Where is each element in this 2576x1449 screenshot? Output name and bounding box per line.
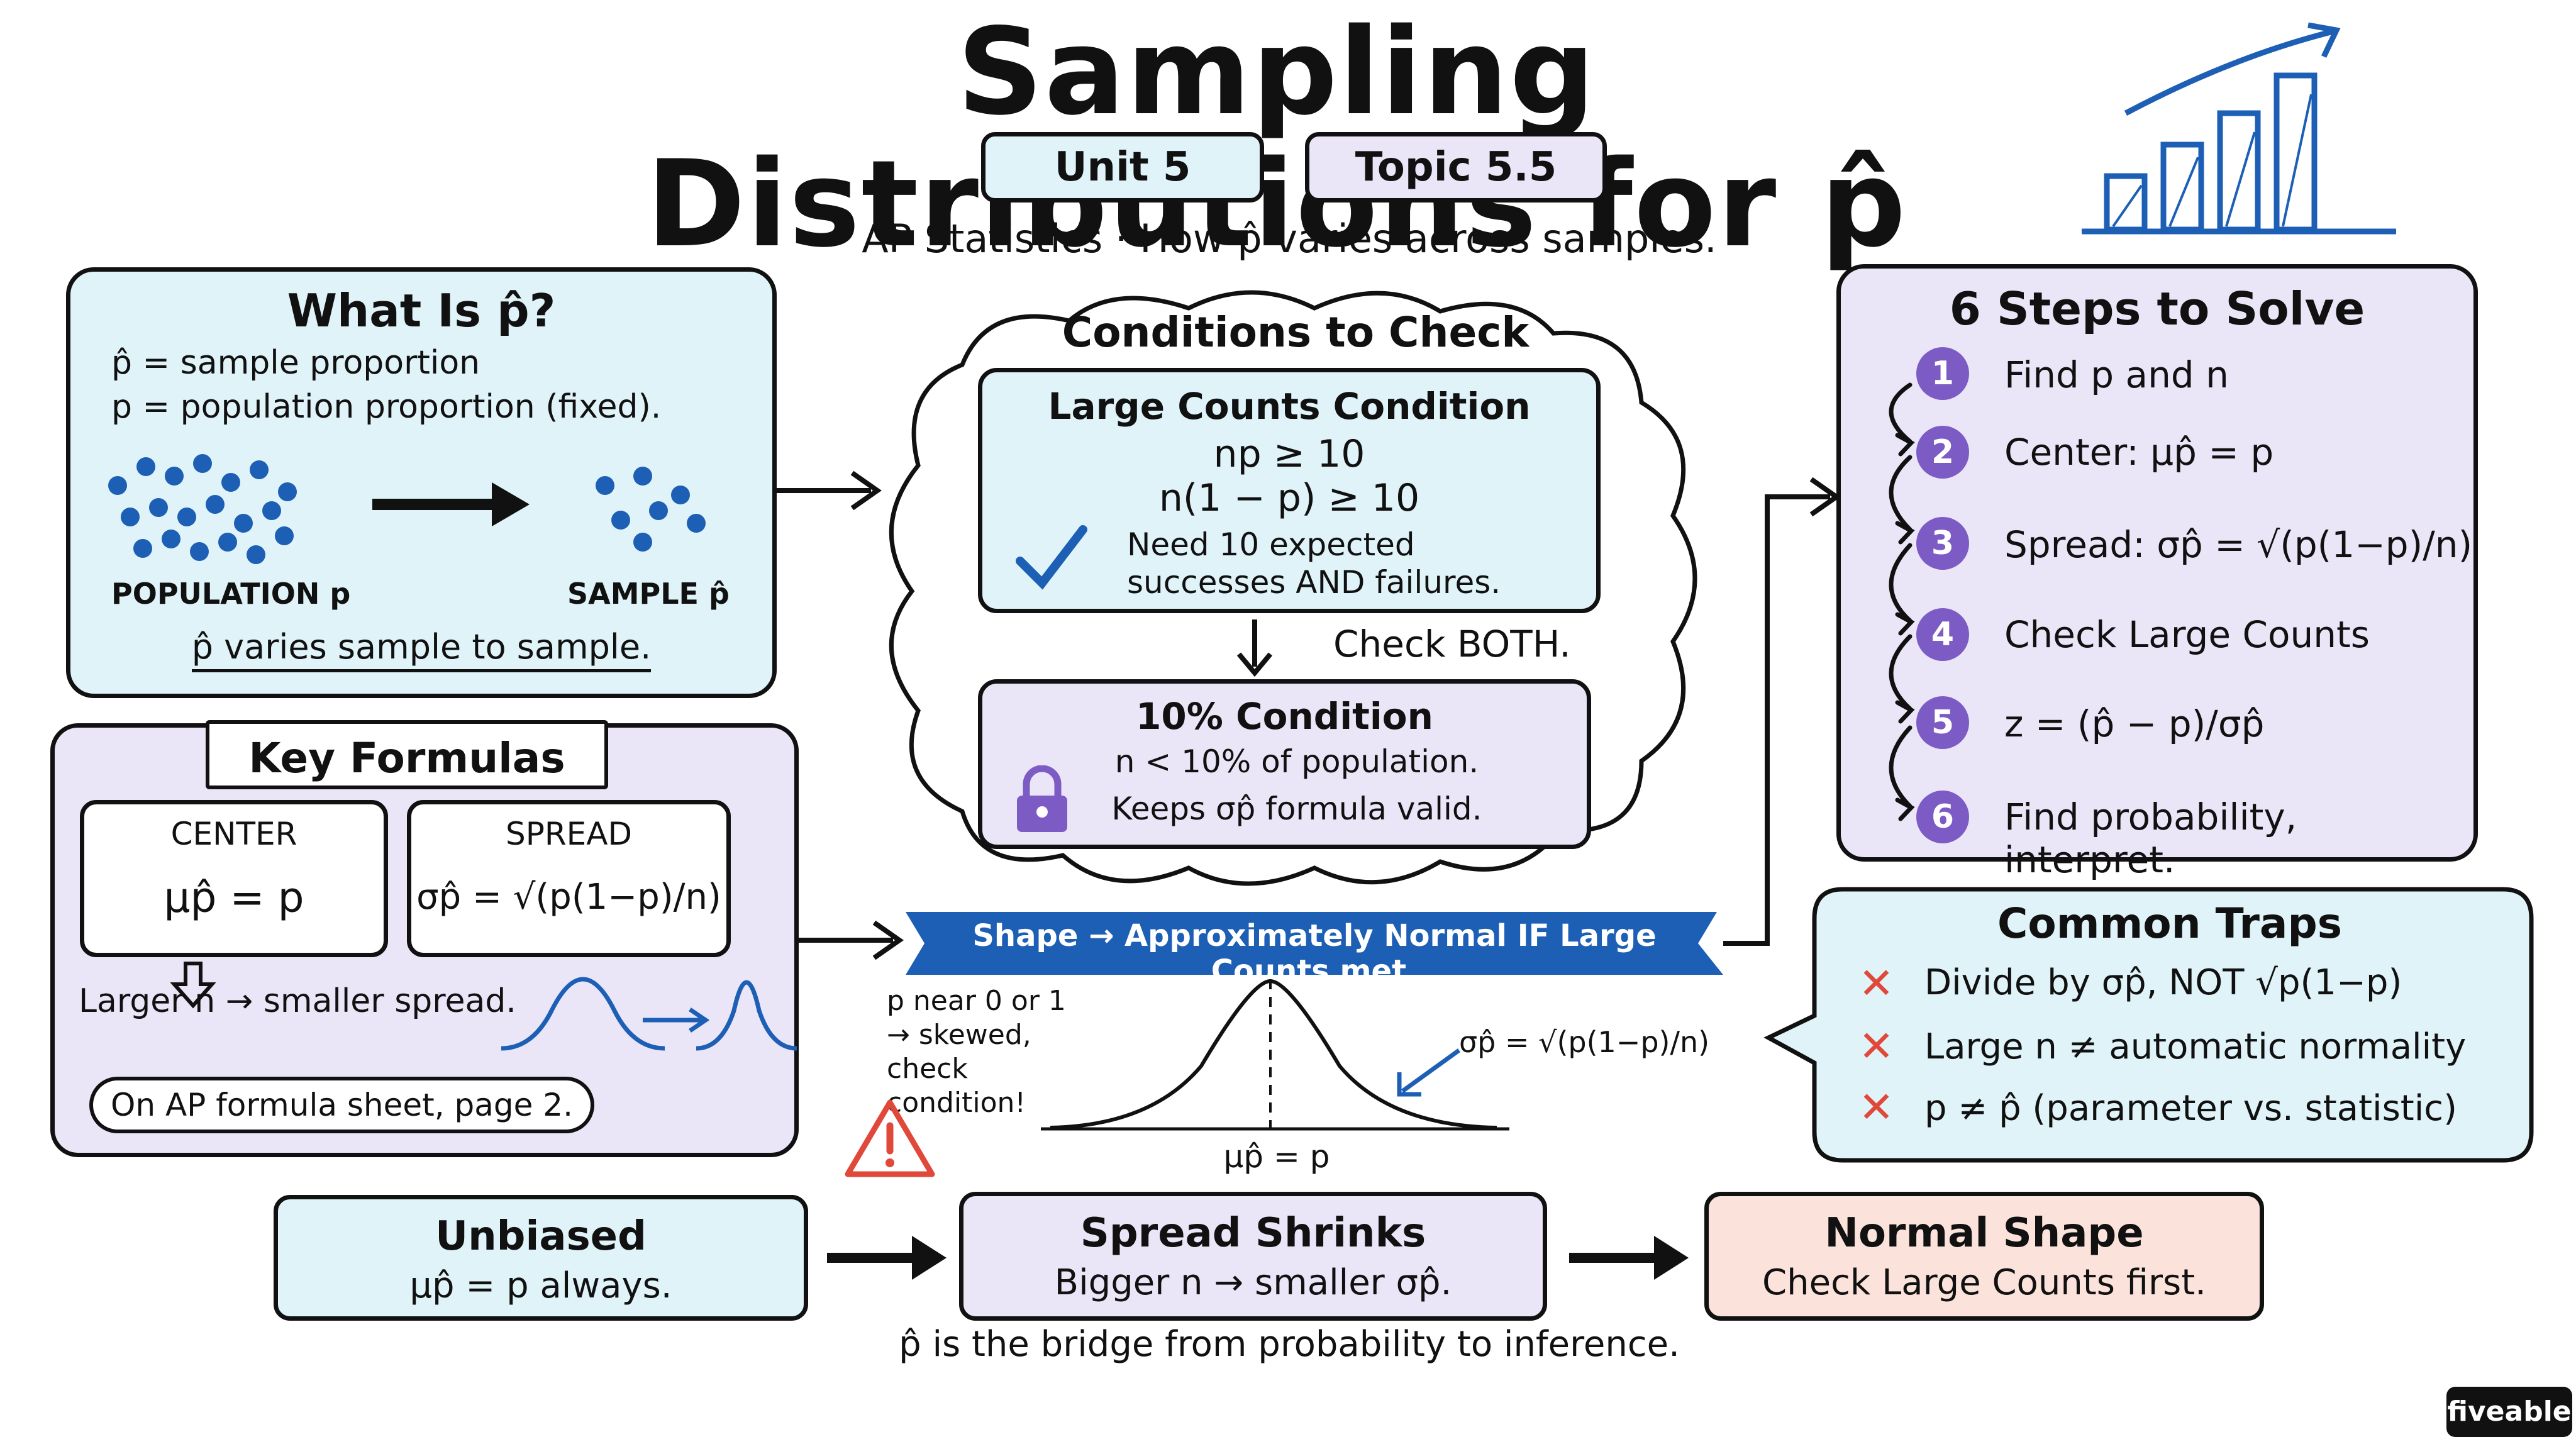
formula-sheet-note: On AP formula sheet, page 2. bbox=[89, 1077, 595, 1133]
sigma-pointer-arrow-icon bbox=[1397, 1048, 1461, 1097]
larger-n-text: Larger n → smaller spread. bbox=[79, 982, 516, 1020]
checkmark-icon bbox=[1016, 525, 1087, 590]
population-dots-icon bbox=[108, 454, 297, 564]
unbiased-box: Unbiased μp̂ = p always. bbox=[274, 1195, 808, 1321]
population-label: POPULATION p bbox=[111, 577, 351, 611]
brand-logo: fiveable bbox=[2446, 1387, 2572, 1437]
step-text-3: Spread: σp̂ = √(p(1−p)/n) bbox=[2004, 523, 2473, 566]
unbiased-text: μp̂ = p always. bbox=[409, 1265, 672, 1306]
large-counts-line2: n(1 − p) ≥ 10 bbox=[1158, 476, 1420, 520]
what-is-panel: What Is p̂? p̂ = sample proportion p = p… bbox=[66, 267, 777, 698]
x-icon: ✕ bbox=[1858, 1083, 1894, 1133]
spread-formula-box: SPREAD σp̂ = √(p(1−p)/n) bbox=[407, 800, 731, 957]
growth-chart-icon bbox=[2082, 22, 2396, 235]
arrow-down-icon bbox=[1236, 619, 1273, 677]
arrow-to-steps-icon bbox=[1723, 477, 1841, 946]
step-number-1: 1 bbox=[1916, 347, 1969, 400]
step-text-5: z = (p̂ − p)/σp̂ bbox=[2004, 702, 2265, 745]
warning-icon bbox=[845, 1099, 935, 1177]
step-number-5: 5 bbox=[1916, 696, 1969, 749]
steps-panel: 6 Steps to Solve 1 Find p and n 2 Center… bbox=[1836, 264, 2478, 881]
normal-shape-text: Check Large Counts first. bbox=[1762, 1262, 2206, 1303]
what-is-line1: p̂ = sample proportion bbox=[111, 344, 480, 382]
arrow-right-icon bbox=[827, 1236, 947, 1280]
spread-label: SPREAD bbox=[506, 816, 632, 852]
key-formulas-panel: Key Formulas CENTER μp̂ = p SPREAD σp̂ =… bbox=[50, 720, 799, 1157]
large-counts-box: Large Counts Condition np ≥ 10 n(1 − p) … bbox=[978, 368, 1601, 613]
center-formula: μp̂ = p bbox=[164, 874, 304, 922]
spread-formula: σp̂ = √(p(1−p)/n) bbox=[416, 877, 721, 918]
topic-badge: Topic 5.5 bbox=[1305, 132, 1607, 203]
x-icon: ✕ bbox=[1858, 1022, 1894, 1072]
normal-shape-box: Normal Shape Check Large Counts first. bbox=[1704, 1192, 2264, 1321]
what-is-heading: What Is p̂? bbox=[287, 284, 556, 337]
spread-shrinks-box: Spread Shrinks Bigger n → smaller σp̂. bbox=[959, 1192, 1547, 1321]
large-counts-note2: successes AND failures. bbox=[1127, 564, 1501, 601]
trap-item-3: p ≠ p̂ (parameter vs. statistic) bbox=[1924, 1088, 2457, 1129]
spread-shrinks-title: Spread Shrinks bbox=[1080, 1210, 1426, 1257]
subtitle: AP Statistics · How p̂ varies across sam… bbox=[862, 216, 1717, 262]
mu-label: μp̂ = p bbox=[1223, 1138, 1330, 1175]
step-text-6: Find probability, interpret. bbox=[2004, 796, 2297, 881]
normal-shape-title: Normal Shape bbox=[1824, 1210, 2144, 1257]
step-number-6: 6 bbox=[1916, 791, 1969, 843]
sigma-label: σp̂ = √(p(1−p)/n) bbox=[1459, 1025, 1710, 1059]
trap-item-1: Divide by σp̂, NOT √p(1−p) bbox=[1924, 962, 2402, 1003]
step-text-1: Find p and n bbox=[2004, 353, 2229, 396]
check-both-text: Check BOTH. bbox=[1333, 623, 1571, 665]
step-number-3: 3 bbox=[1916, 517, 1969, 570]
narrowing-curves-icon bbox=[501, 977, 797, 1051]
arrow-to-shape-icon bbox=[799, 920, 904, 960]
ten-percent-line2: Keeps σp̂ formula valid. bbox=[1111, 791, 1482, 827]
conditions-heading: Conditions to Check bbox=[1062, 308, 1530, 357]
ten-percent-line1: n < 10% of population. bbox=[1114, 743, 1479, 780]
unit-badge: Unit 5 bbox=[981, 132, 1264, 203]
arrow-right-icon bbox=[372, 482, 530, 526]
step-number-2: 2 bbox=[1916, 426, 1969, 479]
bottom-footer: p̂ is the bridge from probability to inf… bbox=[899, 1324, 1680, 1365]
shape-banner-text: Shape → Approximately Normal IF Large Co… bbox=[972, 918, 1657, 989]
key-formulas-heading: Key Formulas bbox=[206, 720, 608, 789]
traps-heading: Common Traps bbox=[1997, 899, 2342, 948]
skew-note: p near 0 or 1 → skewed, check condition! bbox=[887, 985, 1066, 1119]
center-formula-box: CENTER μp̂ = p bbox=[80, 800, 388, 957]
what-is-line2: p = population proportion (fixed). bbox=[111, 388, 662, 426]
sample-dots-icon bbox=[596, 467, 706, 552]
shape-banner-shape bbox=[906, 912, 1723, 975]
traps-speech-bubble-shape bbox=[1763, 887, 2534, 1163]
steps-heading: 6 Steps to Solve bbox=[1949, 282, 2365, 335]
sample-label: SAMPLE p̂ bbox=[567, 577, 730, 611]
trap-item-2: Large n ≠ automatic normality bbox=[1924, 1026, 2467, 1067]
center-label: CENTER bbox=[170, 816, 297, 852]
large-counts-note1: Need 10 expected bbox=[1127, 526, 1415, 563]
step-number-4: 4 bbox=[1916, 608, 1969, 661]
x-icon: ✕ bbox=[1858, 959, 1894, 1009]
normal-curve-plot bbox=[1041, 979, 1509, 1131]
large-counts-heading: Large Counts Condition bbox=[1048, 385, 1531, 428]
arrow-to-conditions-icon bbox=[777, 470, 882, 511]
page-title: Sampling Distributions for p̂ bbox=[646, 3, 1907, 274]
ten-percent-box: 10% Condition n < 10% of population. Kee… bbox=[978, 679, 1591, 849]
step-text-4: Check Large Counts bbox=[2004, 613, 2370, 656]
large-counts-line1: np ≥ 10 bbox=[1213, 432, 1365, 476]
arrow-right-icon bbox=[1569, 1236, 1689, 1280]
spread-shrinks-text: Bigger n → smaller σp̂. bbox=[1054, 1262, 1452, 1303]
what-is-footer: p̂ varies sample to sample. bbox=[70, 627, 772, 672]
ten-percent-heading: 10% Condition bbox=[1136, 695, 1433, 738]
arrow-down-outline-icon bbox=[170, 962, 216, 1009]
step-text-2: Center: μp̂ = p bbox=[2004, 431, 2274, 474]
step-connector-arrows-icon bbox=[1889, 382, 1915, 821]
lock-icon bbox=[1017, 765, 1067, 832]
unbiased-title: Unbiased bbox=[435, 1213, 647, 1260]
